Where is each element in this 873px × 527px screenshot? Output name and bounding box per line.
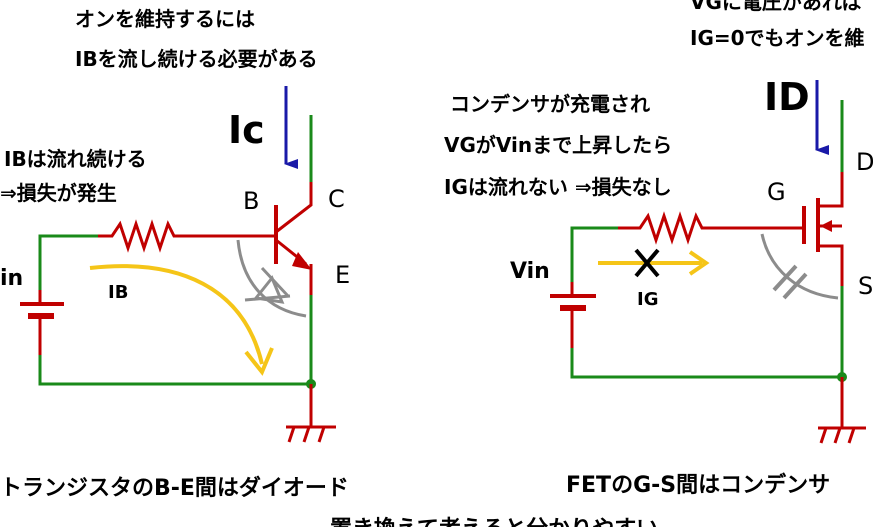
fet-label-id: ID — [764, 75, 810, 119]
footer-partial-text: 置き換えて考えると分かりやすい — [330, 516, 658, 527]
fet-note-top-line1: VGに電圧があれば — [690, 0, 862, 14]
bjt-note-left-line2: ⇒損失が発生 — [0, 181, 117, 205]
fet-equivalent-capacitor-curve — [760, 233, 839, 300]
bjt-note-left-line1: IBは流れ続ける — [4, 147, 147, 171]
bjt-note-top-line2: IBを流し続ける必要がある — [75, 47, 318, 71]
fet-label-g: G — [767, 178, 786, 206]
fet-label-vin: Vin — [510, 259, 550, 284]
bjt-label-b: B — [243, 187, 259, 215]
ig-blocked-x-icon — [634, 248, 660, 278]
bjt-label-vin: in — [0, 266, 23, 291]
fet-bottom-wire — [570, 348, 842, 379]
bjt-collector-lead — [275, 182, 313, 234]
fet-drain-lead — [818, 172, 844, 208]
bjt-label-ib: IB — [108, 282, 128, 303]
fet-equivalent-capacitor — [772, 264, 808, 300]
bjt-bottom-wire — [38, 355, 311, 386]
fet-note-mid-line3: IGは流れない ⇒損失なし — [444, 175, 672, 199]
fet-label-s: S — [858, 272, 873, 300]
ig-current-arrowhead — [688, 250, 710, 276]
bjt-label-ic: Ic — [228, 108, 265, 152]
fet-left-wire — [570, 226, 618, 282]
bjt-circuit: オンを維持するには IBを流し続ける必要がある IBは流れ続ける ⇒損失が発生 … — [0, 7, 350, 501]
fet-label-ig: IG — [637, 289, 658, 310]
fet-gate-wire — [618, 211, 804, 245]
ib-current-arrowhead — [244, 347, 274, 376]
bjt-left-wire — [38, 234, 98, 290]
bjt-emitter-arrowhead — [292, 252, 312, 270]
fet-note-mid-line1: コンデンサが充電され — [450, 92, 650, 116]
fet-circuit: VGに電圧があれば IG=0でもオンを維 コンデンサが充電され VGがVinまで… — [444, 0, 873, 498]
bjt-label-c: C — [328, 185, 345, 213]
bjt-equivalent-diode — [244, 266, 291, 304]
fet-source-arrowhead — [820, 220, 832, 232]
fet-source-lead — [818, 244, 844, 286]
fet-note-top-line2: IG=0でもオンを維 — [690, 26, 865, 50]
bjt-base-wire — [98, 219, 276, 253]
fet-caption: FETのG-S間はコンデンサ — [566, 472, 830, 498]
fet-note-mid-line2: VGがVinまで上昇したら — [444, 133, 672, 157]
ib-current-arrow — [89, 264, 264, 365]
bjt-ground-hatch — [287, 426, 326, 443]
bjt-caption: トランジスタのB-E間はダイオード — [0, 475, 349, 501]
fet-ground-hatch — [819, 427, 856, 444]
bjt-note-top-line1: オンを維持するには — [75, 7, 255, 31]
fet-label-d: D — [856, 148, 873, 176]
bjt-label-e: E — [335, 261, 350, 289]
